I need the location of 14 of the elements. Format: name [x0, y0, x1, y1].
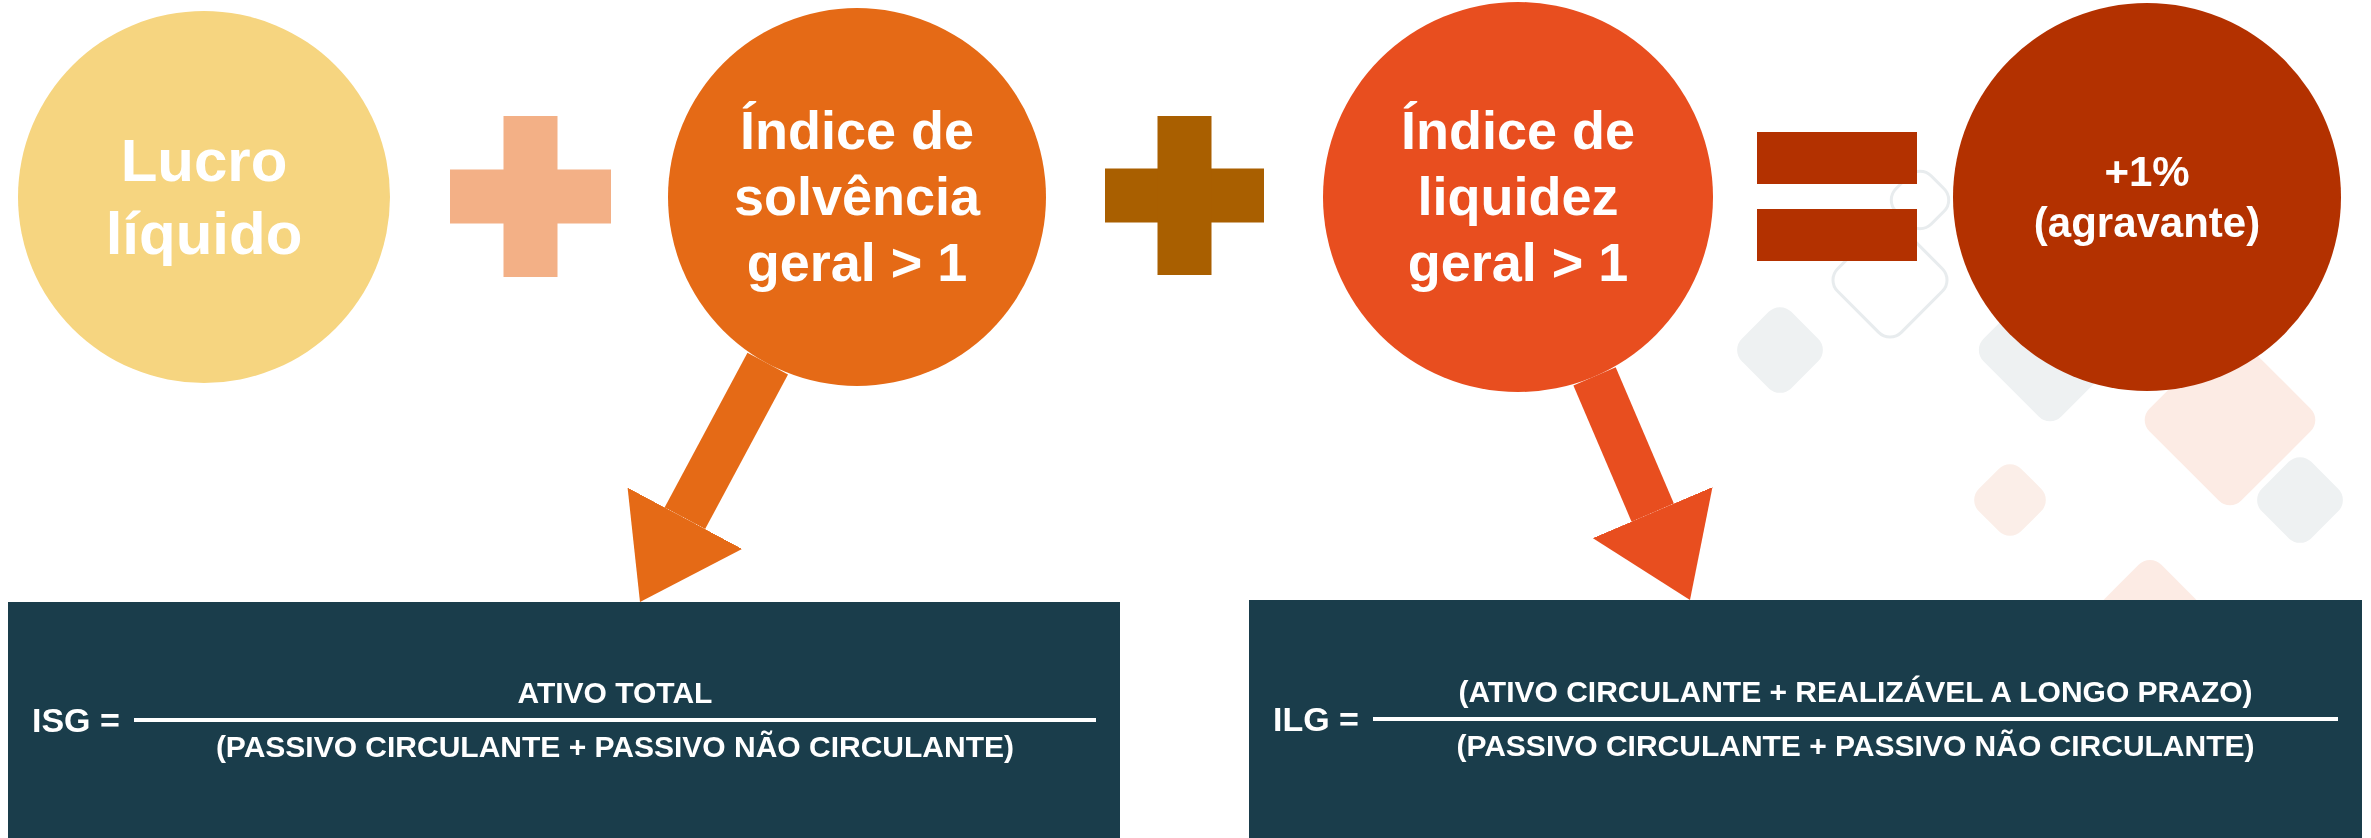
node-text: Índice de liquidez geral > 1: [1399, 99, 1637, 294]
formula-label: ISG =: [32, 700, 120, 740]
numerator-text: ATIVO TOTAL: [516, 675, 714, 711]
block-arrow: [1573, 367, 1713, 600]
node-text: Índice de solvência geral > 1: [732, 99, 982, 294]
denominator-text: (PASSIVO CIRCULANTE + PASSIVO NÃO CIRCULANTE): [214, 729, 1015, 765]
node-text: Lucro líquido: [104, 125, 304, 269]
denominator-text: (PASSIVO CIRCULANTE + PASSIVO NÃO CIRCULANTE): [1455, 728, 2256, 764]
formula-label: ILG =: [1273, 699, 1359, 739]
numerator-text: (ATIVO CIRCULANTE + REALIZÁVEL A LONGO PRAZO): [1457, 674, 2254, 710]
formula-panel: [1249, 600, 2362, 838]
node-text: +1% (agravante): [2032, 146, 2262, 248]
formula-panel: [8, 602, 1120, 838]
block-arrow: [627, 352, 788, 602]
